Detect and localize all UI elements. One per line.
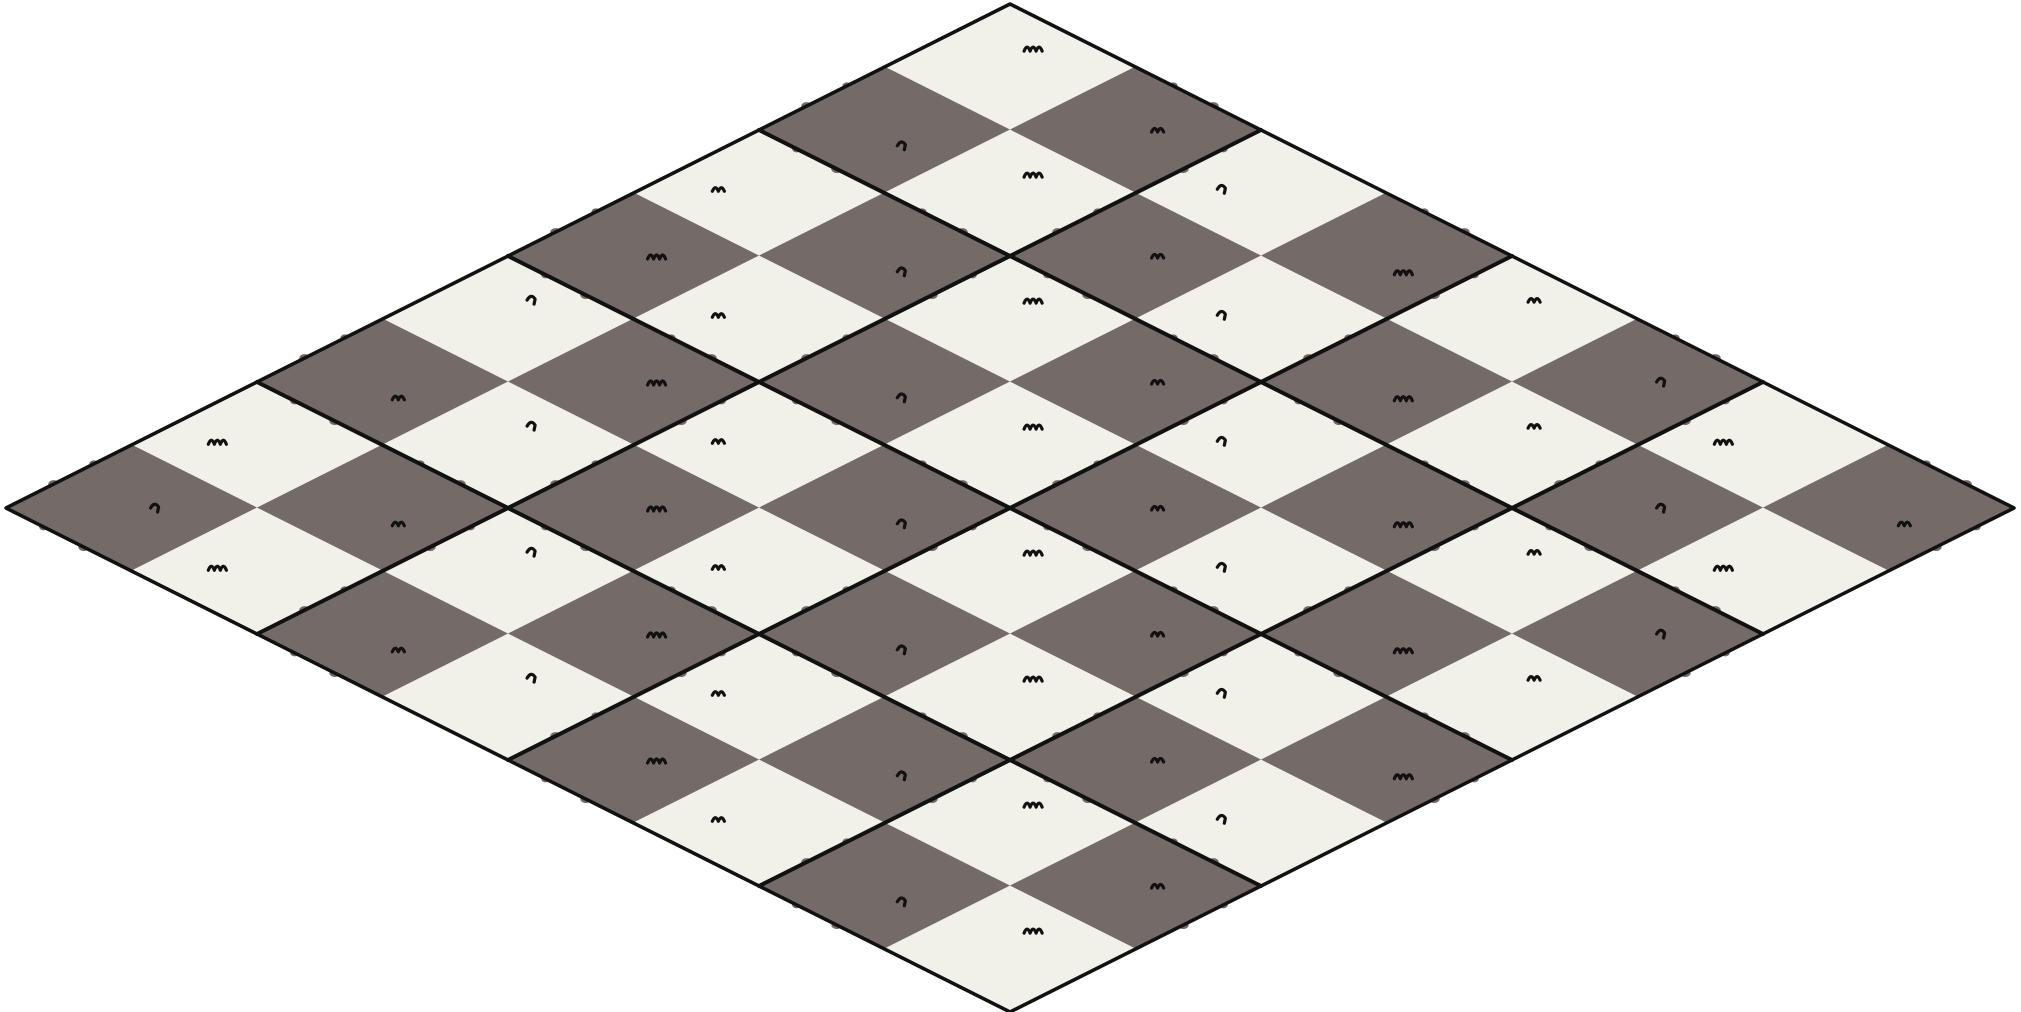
grass-tuft-icon [1712,564,1734,572]
grass-tuft-icon [646,379,668,387]
grass-tuft-icon [895,644,907,656]
grass-tuft-icon [525,546,537,558]
grass-tuft-icon [1526,675,1542,682]
grass-tuft-icon [1022,297,1044,305]
grass-tuft-icon [1022,801,1044,809]
grass-layer [149,45,1912,935]
grass-tuft-icon [390,520,406,528]
grass-tuft-icon [1655,502,1667,514]
grass-tuft-icon [206,438,228,446]
grass-tuft-icon [710,186,726,193]
grass-tuft-icon [646,757,668,765]
grass-tuft-icon [895,770,907,782]
grass-tuft-icon [646,505,668,513]
grass-tuft-icon [895,518,907,530]
grass-tuft-icon [895,896,907,908]
grass-tuft-icon [1150,504,1166,512]
grid-lines-layer [4,2,2016,1012]
grass-tuft-icon [1392,269,1414,277]
grass-tuft-icon [1150,378,1166,386]
tile-boundary-line [757,380,1765,888]
grass-tuft-icon [1022,171,1044,179]
grass-tuft-icon [646,631,668,639]
grass-tuft-icon [1526,297,1542,304]
grass-tuft-icon [1022,423,1044,431]
grass-tuft-icon [710,564,726,571]
grass-tuft-icon [1526,549,1542,556]
grass-tuft-icon [1655,376,1667,388]
grass-tuft-icon [1215,309,1227,321]
grass-tuft-icon [390,394,406,402]
grass-tuft-icon [1022,45,1044,53]
grass-tuft-icon [1022,927,1044,935]
tile-boundary-line [255,380,1263,888]
grass-tuft-icon [149,502,161,514]
grass-tuft-icon [525,294,537,306]
grass-tuft-icon [1215,813,1227,825]
grass-tuft-icon [525,672,537,684]
grass-tuft-icon [1712,438,1734,446]
grass-tuft-icon [390,646,406,654]
tile-boundary-line [506,254,1514,762]
grass-tuft-icon [1215,183,1227,195]
grass-tuft-icon [1392,773,1414,781]
grass-tuft-icon [1392,647,1414,655]
grass-tuft-icon [710,438,726,445]
grass-tuft-icon [710,816,726,823]
grass-tuft-icon [1022,549,1044,557]
grass-tuft-icon [1150,630,1166,638]
board-outline [4,2,2016,1012]
grass-tuft-icon [1150,252,1166,260]
grass-tuft-icon [710,690,726,697]
grass-tuft-icon [895,140,907,152]
grass-tuft-icon [1150,126,1166,134]
grass-tuft-icon [1215,435,1227,447]
grass-tuft-icon [895,266,907,278]
grass-tuft-icon [1150,882,1166,890]
grass-tuft-icon [1896,520,1912,528]
grass-tuft-icon [206,564,228,572]
grass-tuft-icon [1655,628,1667,640]
grass-tuft-icon [710,312,726,319]
grass-tuft-icon [1150,756,1166,764]
grass-tuft-icon [1392,395,1414,403]
grass-tuft-icon [1215,561,1227,573]
grass-tuft-icon [646,253,668,261]
grass-tuft-icon [1526,423,1542,430]
grass-tuft-icon [1022,675,1044,683]
grass-tuft-icon [1392,521,1414,529]
grass-tuft-icon [895,392,907,404]
grass-tuft-icon [1215,687,1227,699]
grass-tuft-icon [525,420,537,432]
